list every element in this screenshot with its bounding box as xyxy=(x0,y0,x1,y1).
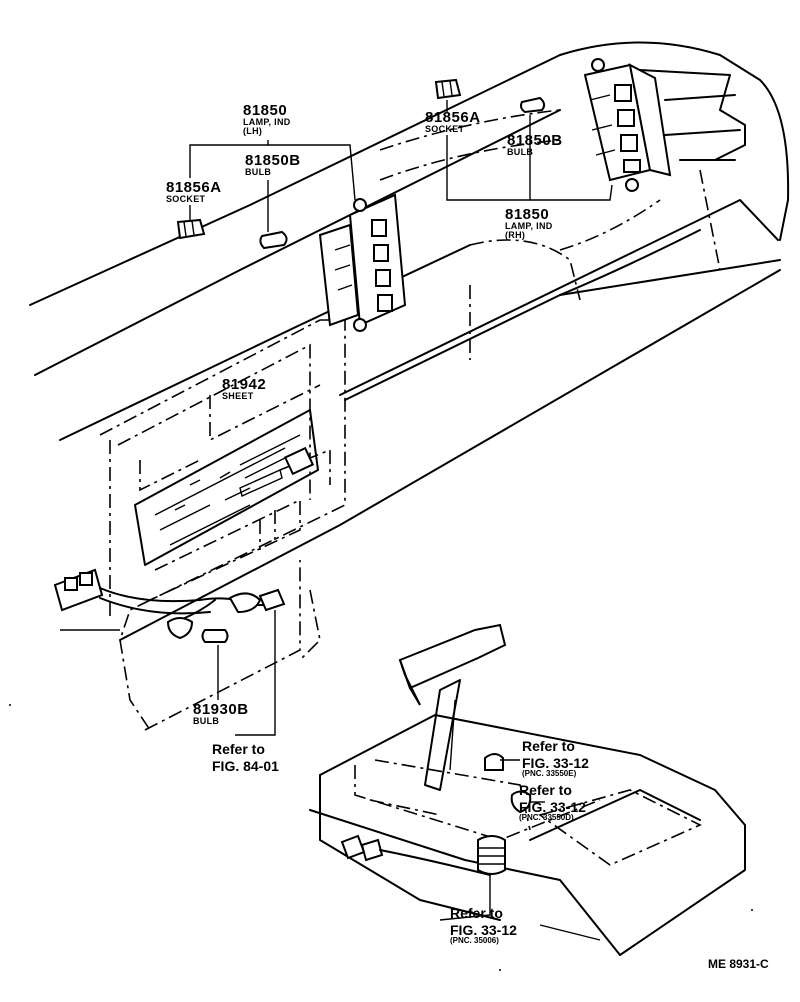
ref-text: Refer to xyxy=(212,741,265,757)
ref-pnc: (PNC. 33550E) xyxy=(522,769,577,778)
ref-figure: FIG. 33-12 xyxy=(450,922,517,938)
label-socket-lh: 81856A SOCKET xyxy=(166,180,222,204)
label-lamp-rh: 81850 LAMP, IND (RH) xyxy=(505,207,553,240)
ref-text: Refer to xyxy=(522,738,575,754)
label-lamp-lh: 81850 LAMP, IND (LH) xyxy=(243,103,291,136)
label-ref-84: Refer to FIG. 84-01 xyxy=(212,742,279,773)
dashboard-outline xyxy=(29,41,790,641)
leader-lines-lower xyxy=(217,610,276,736)
part-number: 81850B xyxy=(507,132,563,149)
socket-rh xyxy=(434,78,462,100)
part-number: 81850 xyxy=(505,206,550,223)
ref-figure: FIG. 84-01 xyxy=(212,758,279,774)
part-number: 81850B xyxy=(245,152,301,169)
ref-figure: FIG. 33-12 xyxy=(519,799,586,815)
ref-pnc: (PNC. 33550D) xyxy=(519,813,574,822)
part-side: (RH) xyxy=(505,230,526,240)
part-name: BULB xyxy=(507,147,534,157)
part-name: LAMP, IND xyxy=(505,221,553,231)
ref-figure: FIG. 33-12 xyxy=(522,755,589,771)
shift-console xyxy=(309,623,746,956)
part-number: 81942 xyxy=(222,376,267,393)
part-name: LAMP, IND xyxy=(243,117,291,127)
part-number: 81850 xyxy=(243,102,288,119)
label-ref-33-c: Refer to FIG. 33-12 (PNC. 35006) xyxy=(450,906,517,945)
lamp-rh-assembly xyxy=(583,58,672,192)
part-name: BULB xyxy=(245,167,272,177)
bulb-lh xyxy=(259,230,288,250)
part-name: SHEET xyxy=(222,391,254,401)
label-sheet: 81942 SHEET xyxy=(222,377,266,401)
socket-lh xyxy=(176,218,206,240)
scan-specks xyxy=(9,704,753,971)
part-name: SOCKET xyxy=(425,124,465,134)
label-ref-33-b: Refer to FIG. 33-12 (PNC. 33550D) xyxy=(519,783,586,822)
label-ref-33-a: Refer to FIG. 33-12 (PNC. 33550E) xyxy=(522,739,589,778)
sheet-panel xyxy=(134,409,319,566)
label-bulb-rh: 81850B BULB xyxy=(507,133,563,157)
part-name: SOCKET xyxy=(166,194,206,204)
part-side: (LH) xyxy=(243,126,263,136)
ref-text: Refer to xyxy=(450,905,503,921)
ref-text: Refer to xyxy=(519,782,572,798)
diagram-code: ME 8931-C xyxy=(708,957,769,971)
label-socket-rh: 81856A SOCKET xyxy=(425,110,481,134)
label-bulb-lh: 81850B BULB xyxy=(245,153,301,177)
leader-lines-upper xyxy=(189,100,613,232)
bulb-rh xyxy=(520,96,546,114)
label-bulb-lower: 81930B BULB xyxy=(193,702,249,726)
lamp-lh-assembly xyxy=(318,193,407,332)
part-number: 81856A xyxy=(166,179,222,196)
part-number: 81856A xyxy=(425,109,481,126)
part-number: 81930B xyxy=(193,701,249,718)
harness-assembly xyxy=(53,568,286,643)
part-name: BULB xyxy=(193,716,220,726)
ref-pnc: (PNC. 35006) xyxy=(450,936,499,945)
console-bezel xyxy=(99,319,346,731)
